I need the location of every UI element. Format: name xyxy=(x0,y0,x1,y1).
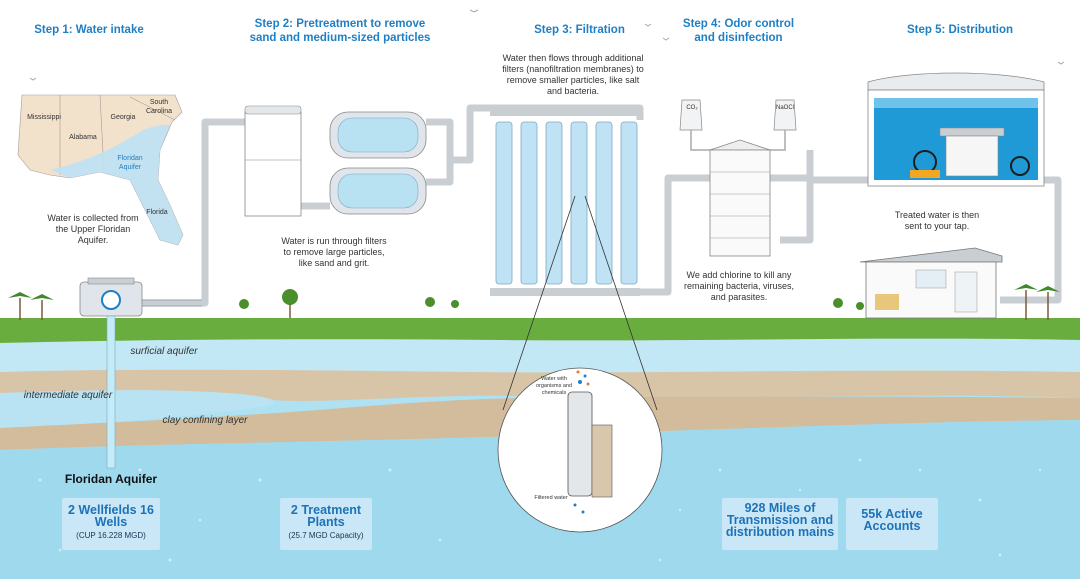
step-4-heading: Step 4: Odor control and disinfection xyxy=(682,18,795,44)
step-1-heading: Step 1: Water intake xyxy=(34,24,144,36)
stat-treatment-plants-value: 2 Treatment Plants xyxy=(290,503,362,529)
zoom-outflow-label: Filtered water xyxy=(534,495,568,501)
floridan-aquifer-label: Floridan Aquifer xyxy=(64,472,158,486)
step-2-heading: Step 2: Pretreatment to remove sand and … xyxy=(249,18,431,44)
map-label-georgia: Georgia xyxy=(110,114,136,121)
disinfection-tanks xyxy=(679,99,797,257)
intake-description: Water is collected from the Upper Florid… xyxy=(47,213,139,245)
stat-wellfields-note: (CUP 16.228 MGD) xyxy=(76,531,146,540)
pipe-outlines xyxy=(132,299,202,307)
trees xyxy=(8,284,1060,320)
disinfection-description: We add chlorine to kill any remaining ba… xyxy=(683,270,795,302)
stat-active-accounts: 55k Active Accounts xyxy=(846,498,938,550)
step-5-heading: Step 5: Distribution xyxy=(906,24,1014,36)
stat-treatment-plants-note: (25.7 MGD Capacity) xyxy=(288,531,364,540)
storage-tank xyxy=(867,72,1045,187)
distribution-description: Treated water is then sent to your tap. xyxy=(894,210,980,231)
intermediate-aquifer-label: intermediate aquifer xyxy=(23,390,113,401)
intermediate-aquifer-layer xyxy=(0,390,274,428)
pretreatment-description: Water is run through filters to remove l… xyxy=(281,236,387,268)
map-label-mississippi: Mississippi xyxy=(27,114,61,121)
map-label-florida: Florida xyxy=(146,209,168,216)
southeast-map xyxy=(17,94,184,246)
clay-confining-layer-label: clay confining layer xyxy=(162,415,248,426)
stat-wellfields: 2 Wellfields 16 Wells (CUP 16.228 MGD) xyxy=(62,498,160,550)
house xyxy=(859,247,1003,319)
birds xyxy=(29,9,1065,81)
zoom-inflow-label: Water with organisms and chemicals xyxy=(535,376,573,396)
filtration-description: Water then flows through additional filt… xyxy=(502,53,644,96)
stat-transmission-mains-value: 928 Miles of Transmission and distributi… xyxy=(725,501,835,539)
naocl-label: NaOCl xyxy=(775,105,794,111)
surficial-aquifer-label: surficial aquifer xyxy=(130,346,198,357)
map-label-south-carolina: South Carolina xyxy=(145,99,173,115)
map-label-alabama: Alabama xyxy=(69,134,97,141)
surficial-aquifer-layer xyxy=(0,338,1080,378)
stat-transmission-mains: 928 Miles of Transmission and distributi… xyxy=(722,498,838,550)
step-3-heading: Step 3: Filtration xyxy=(534,24,625,36)
stat-active-accounts-value: 55k Active Accounts xyxy=(861,507,923,533)
stat-treatment-plants: 2 Treatment Plants (25.7 MGD Capacity) xyxy=(280,498,372,550)
stat-wellfields-value: 2 Wellfields 16 Wells xyxy=(68,503,154,529)
wellhead xyxy=(79,277,143,469)
co2-label: CO₂ xyxy=(686,105,698,111)
membrane-zoom-circle xyxy=(497,367,663,533)
map-label-floridan-aquifer: Floridan Aquifer xyxy=(117,155,143,171)
pretreatment-tanks xyxy=(244,105,427,217)
filtration-membranes xyxy=(490,108,658,411)
